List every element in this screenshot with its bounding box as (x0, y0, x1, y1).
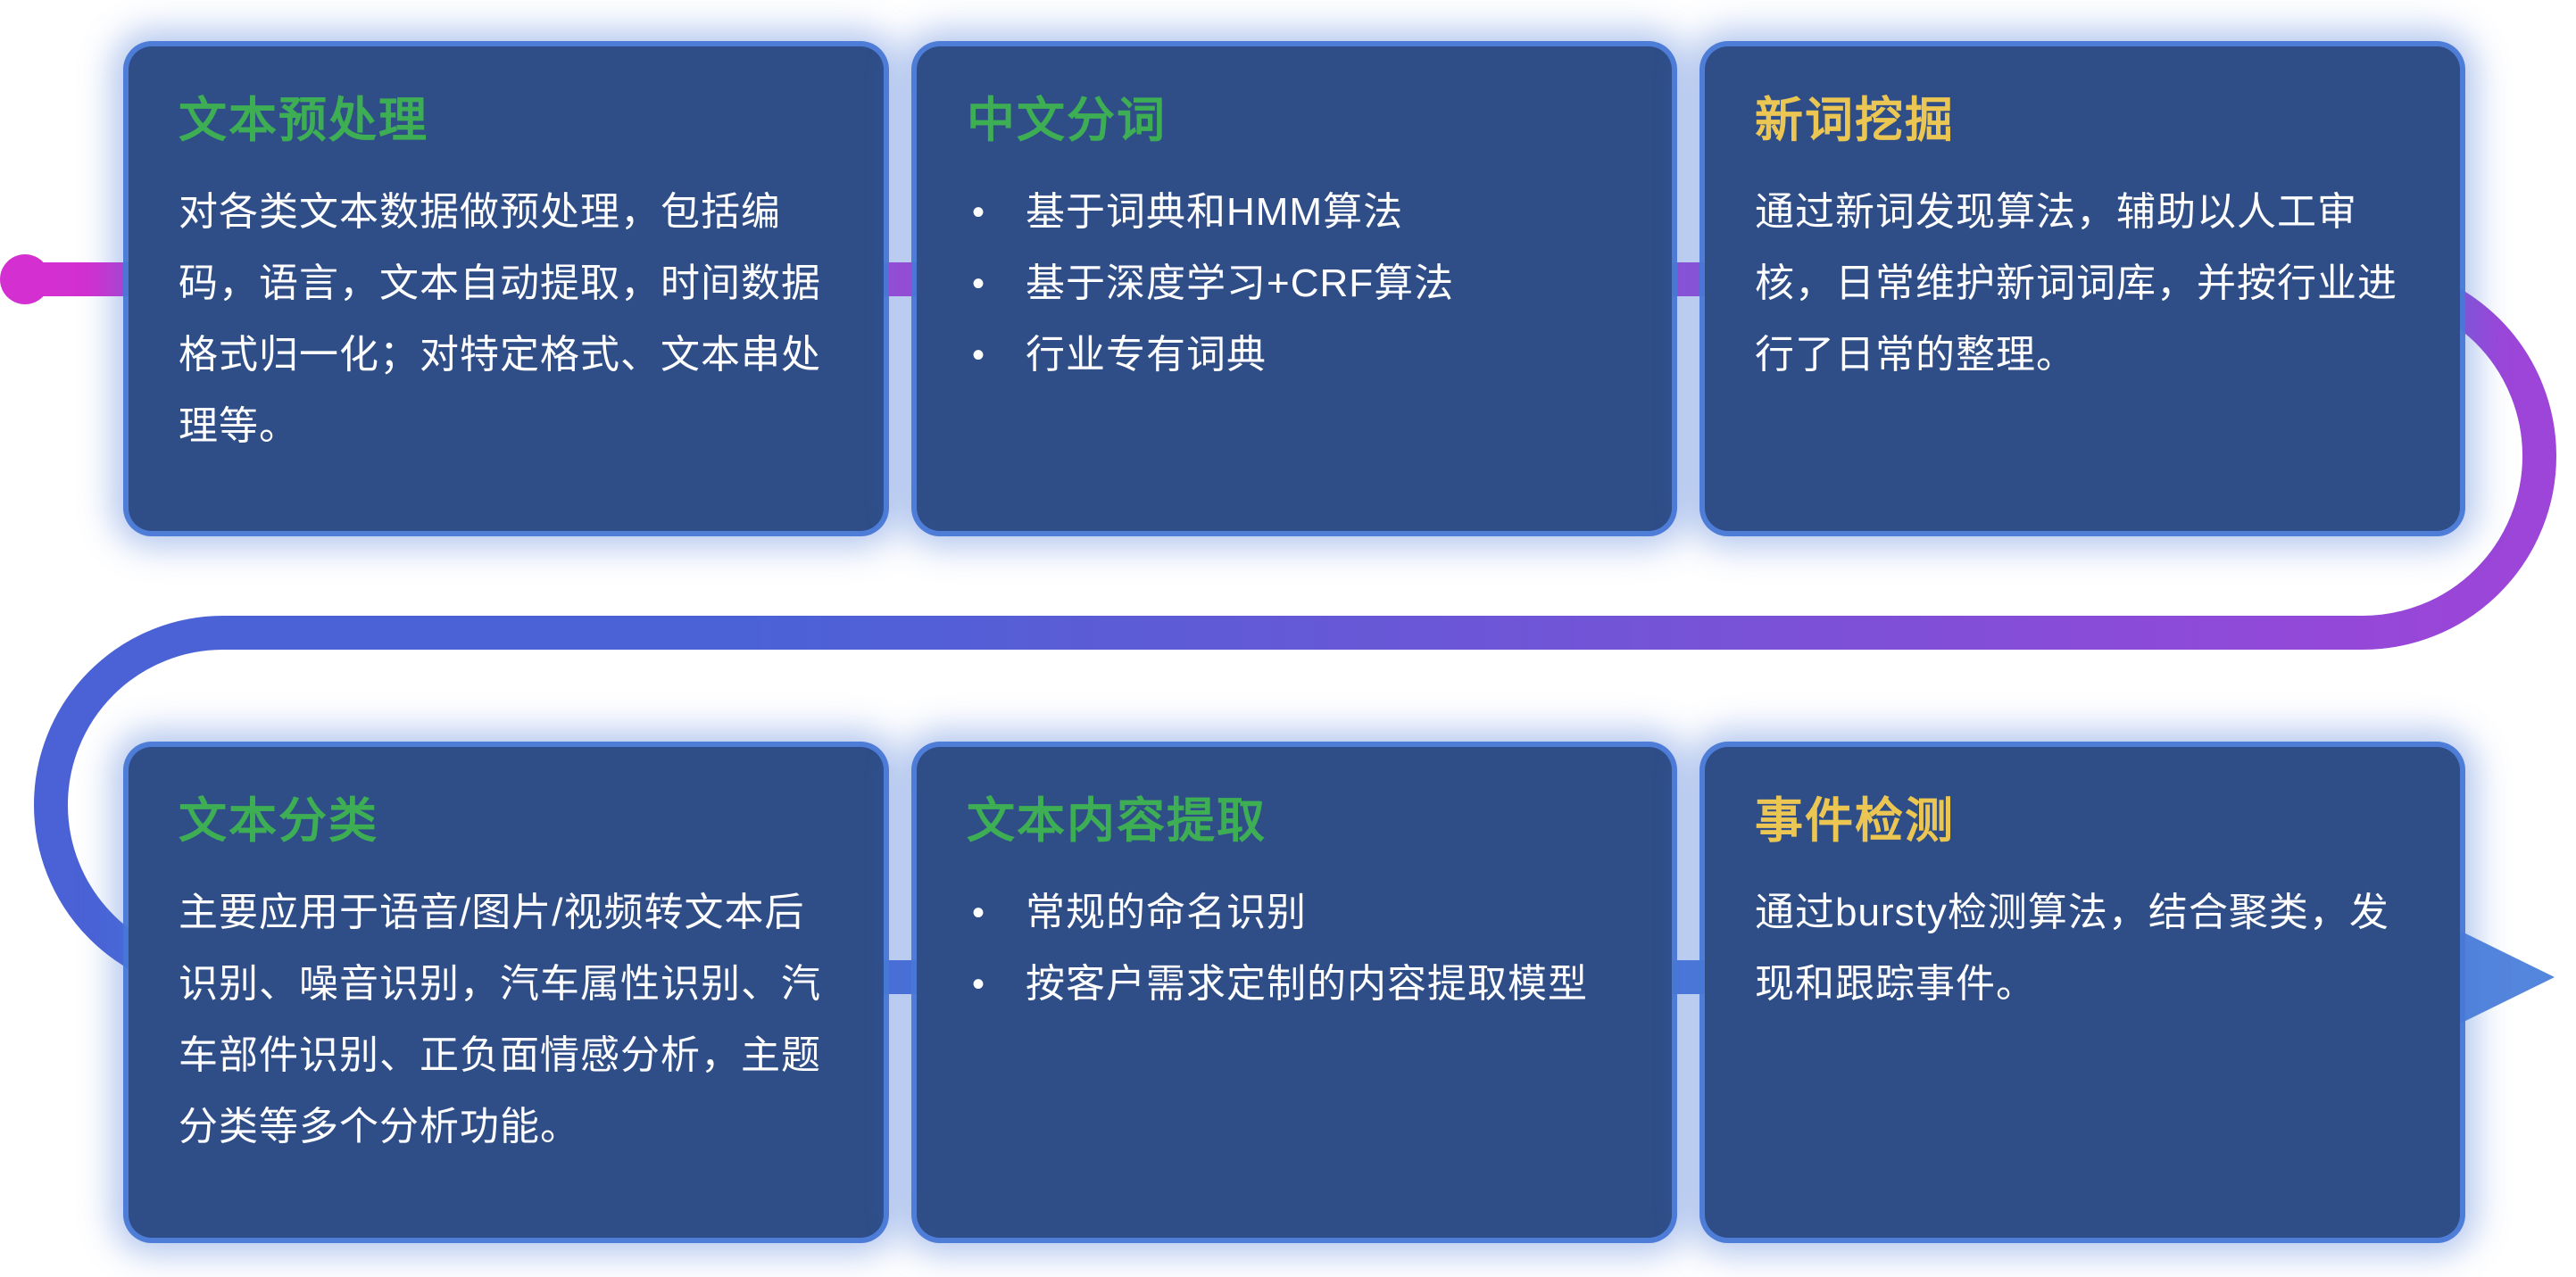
bullet-icon: • (972, 965, 986, 1004)
card-title: 文本分类 (179, 794, 378, 848)
bullet-text: 行业专有词典 (1026, 333, 1267, 377)
flow-start-dot (0, 254, 50, 304)
card-body: 通过bursty检测算法，结合聚类，发现和跟踪事件。 (1755, 891, 2389, 1006)
card-text-content-extraction: 文本内容提取 • 常规的命名识别 • 按客户需求定制的内容提取模型 (917, 747, 1672, 1238)
card-new-word-mining: 新词挖掘 通过新词发现算法，辅助以人工审核，日常维护新词词库，并按行业进行了日常… (1705, 46, 2460, 531)
card-body: 对各类文本数据做预处理，包括编码，语言，文本自动提取，时间数据格式归一化；对特定… (179, 190, 821, 448)
bullet-item: • 行业专有词典 (967, 319, 1622, 391)
bullet-item: • 按客户需求定制的内容提取模型 (967, 949, 1622, 1020)
card-body: 主要应用于语音/图片/视频转文本后识别、噪音识别，汽车属性识别、汽车部件识别、正… (179, 891, 821, 1148)
card-body: 通过新词发现算法，辅助以人工审核，日常维护新词词库，并按行业进行了日常的整理。 (1755, 190, 2397, 377)
bullet-item: • 基于深度学习+CRF算法 (967, 248, 1622, 319)
bullet-text: 常规的命名识别 (1026, 891, 1307, 934)
bullet-icon: • (972, 336, 986, 375)
flow-arrow-icon (2456, 929, 2555, 1025)
card-text-classification: 文本分类 主要应用于语音/图片/视频转文本后识别、噪音识别，汽车属性识别、汽车部… (129, 747, 884, 1238)
card-title: 事件检测 (1755, 794, 1955, 848)
bullet-list: • 基于词典和HMM算法 • 基于深度学习+CRF算法 • 行业专有词典 (967, 177, 1622, 391)
card-event-detection: 事件检测 通过bursty检测算法，结合聚类，发现和跟踪事件。 (1705, 747, 2460, 1238)
bullet-item: • 基于词典和HMM算法 (967, 177, 1622, 248)
card-title: 中文分词 (967, 94, 1167, 147)
bullet-text: 基于词典和HMM算法 (1026, 190, 1404, 234)
bullet-text: 按客户需求定制的内容提取模型 (1026, 962, 1588, 1006)
bullet-list: • 常规的命名识别 • 按客户需求定制的内容提取模型 (967, 877, 1622, 1020)
card-title: 新词挖掘 (1755, 94, 1955, 147)
card-title: 文本预处理 (179, 94, 428, 147)
bullet-text: 基于深度学习+CRF算法 (1026, 261, 1455, 305)
bullet-icon: • (972, 264, 986, 303)
bullet-item: • 常规的命名识别 (967, 877, 1622, 949)
bullet-icon: • (972, 893, 986, 933)
card-text-preprocessing: 文本预处理 对各类文本数据做预处理，包括编码，语言，文本自动提取，时间数据格式归… (129, 46, 884, 531)
card-chinese-word-segmentation: 中文分词 • 基于词典和HMM算法 • 基于深度学习+CRF算法 • 行业专有词… (917, 46, 1672, 531)
card-title: 文本内容提取 (967, 794, 1267, 848)
bullet-icon: • (972, 193, 986, 232)
flow-segment-middle (34, 262, 2556, 994)
